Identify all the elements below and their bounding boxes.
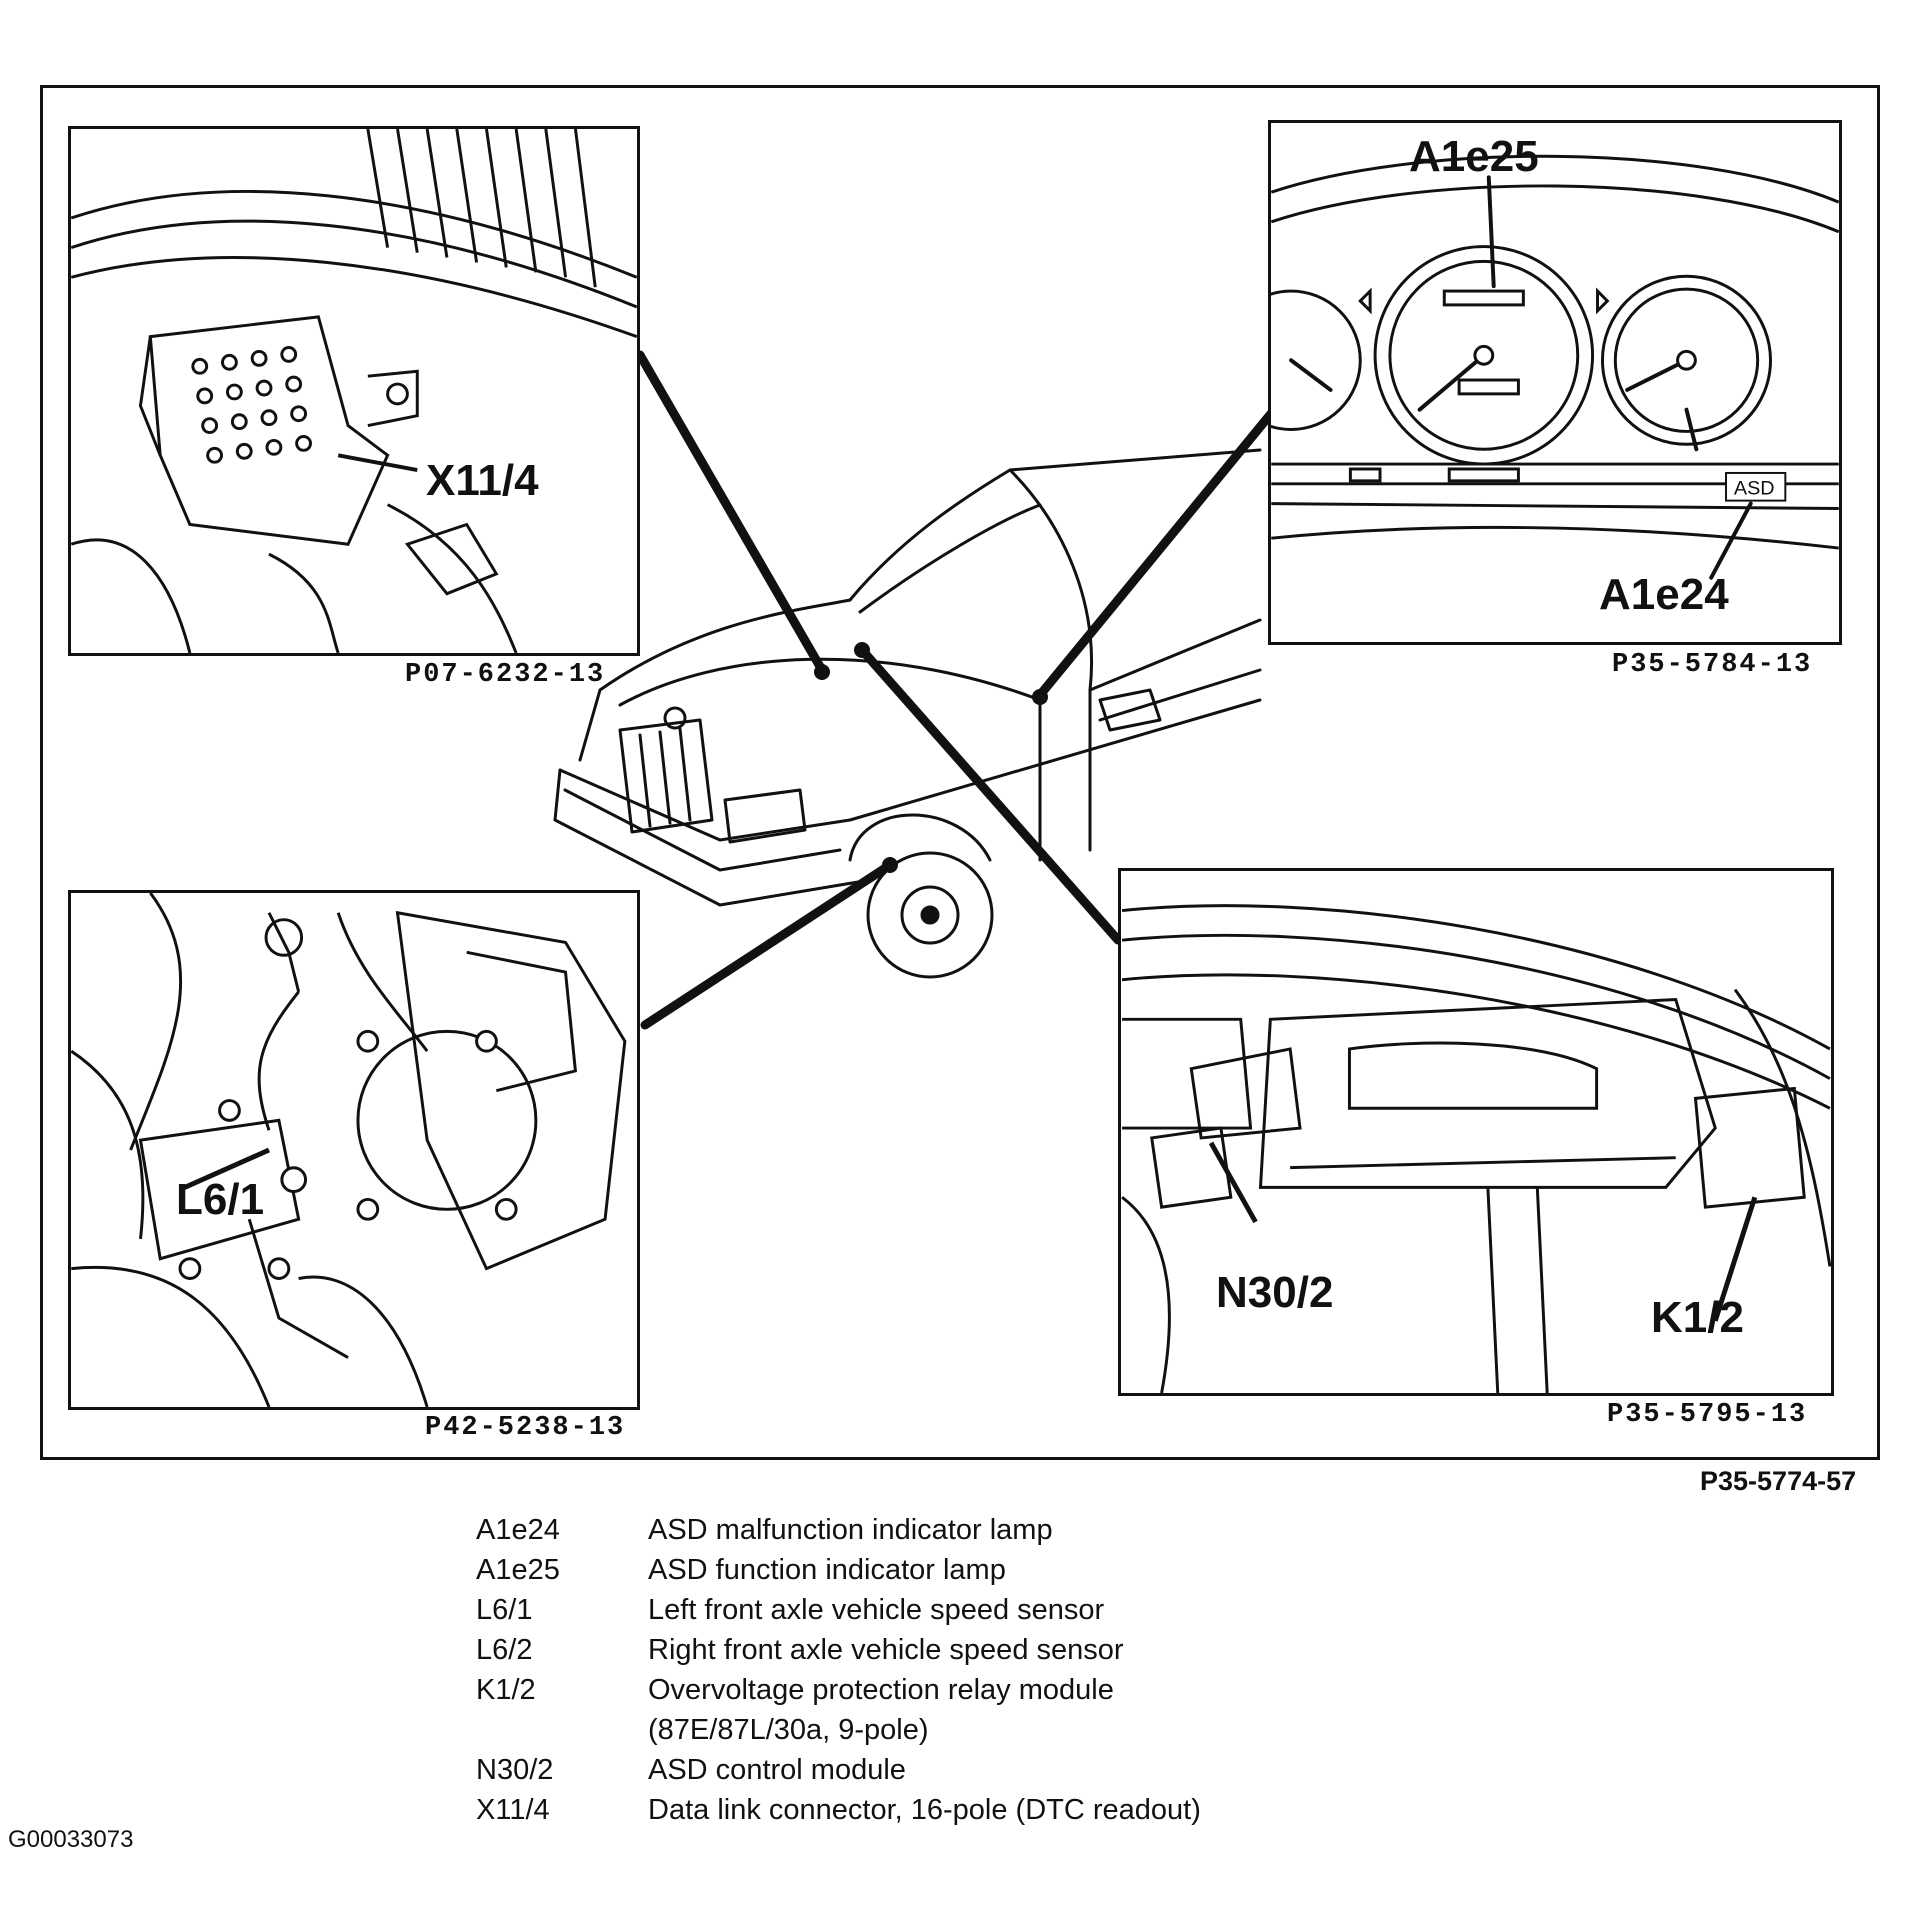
legend-desc: Right front axle vehicle speed sensor (648, 1634, 1124, 1666)
module-callout-n30-2: N30/2 (1216, 1268, 1334, 1317)
module-panel: N30/2 K1/2 (1118, 868, 1834, 1396)
sensor-callout: L6/1 (176, 1175, 265, 1224)
cluster-callout-a1e25: A1e25 (1409, 132, 1539, 181)
legend-code: A1e25 (476, 1554, 560, 1586)
connector-panel-ref: P07-6232-13 (405, 660, 606, 690)
figure-id: G00033073 (8, 1826, 134, 1853)
connector-sketch (71, 129, 637, 653)
legend-row: L6/1 Left front axle vehicle speed senso… (476, 1590, 1476, 1630)
legend-code: N30/2 (476, 1754, 554, 1786)
speed-sensor-sketch (71, 893, 627, 1407)
legend-row: N30/2 ASD control module (476, 1750, 1476, 1790)
sensor-panel-ref: P42-5238-13 (425, 1413, 626, 1443)
cluster-panel: ASD A1e25 A1e24 (1268, 120, 1842, 645)
legend-desc: Left front axle vehicle speed sensor (648, 1594, 1105, 1626)
cluster-panel-ref: P35-5784-13 (1612, 650, 1813, 680)
sensor-panel: L6/1 (68, 890, 640, 1410)
legend-code: X11/4 (476, 1794, 550, 1826)
legend-desc: ASD control module (648, 1754, 906, 1786)
module-callout-k1-2: K1/2 (1651, 1293, 1744, 1342)
asd-badge-text: ASD (1734, 478, 1775, 500)
legend-code (476, 1710, 648, 1750)
legend-row: L6/2 Right front axle vehicle speed sens… (476, 1630, 1476, 1670)
legend-desc: ASD function indicator lamp (648, 1554, 1006, 1586)
cluster-callout-a1e24: A1e24 (1599, 570, 1729, 619)
legend-desc: ASD malfunction indicator lamp (648, 1514, 1053, 1546)
legend-row: K1/2 Overvoltage protection relay module (476, 1670, 1476, 1710)
legend-code: K1/2 (476, 1674, 536, 1706)
legend-code: L6/1 (476, 1594, 533, 1626)
control-module-sketch (1121, 904, 1831, 1393)
legend-code: L6/2 (476, 1634, 533, 1666)
legend-desc: (87E/87L/30a, 9-pole) (648, 1714, 929, 1746)
instrument-cluster-sketch: ASD (1271, 154, 1839, 580)
legend-row: (87E/87L/30a, 9-pole) (476, 1710, 1476, 1750)
legend-desc: Data link connector, 16-pole (DTC readou… (648, 1794, 1201, 1826)
diagram-frame (40, 85, 1880, 1460)
overall-figure-ref: P35-5774-57 (1700, 1466, 1857, 1496)
legend-row: A1e25 ASD function indicator lamp (476, 1550, 1476, 1590)
connector-callout: X11/4 (426, 456, 539, 505)
legend-row: A1e24 ASD malfunction indicator lamp (476, 1510, 1476, 1550)
legend-code: A1e24 (476, 1514, 560, 1546)
legend: A1e24 ASD malfunction indicator lamp A1e… (476, 1510, 1476, 1830)
module-panel-ref: P35-5795-13 (1607, 1400, 1808, 1430)
legend-row: X11/4 Data link connector, 16-pole (DTC … (476, 1790, 1476, 1830)
connector-panel: X11/4 (68, 126, 640, 656)
legend-desc: Overvoltage protection relay module (648, 1674, 1114, 1706)
